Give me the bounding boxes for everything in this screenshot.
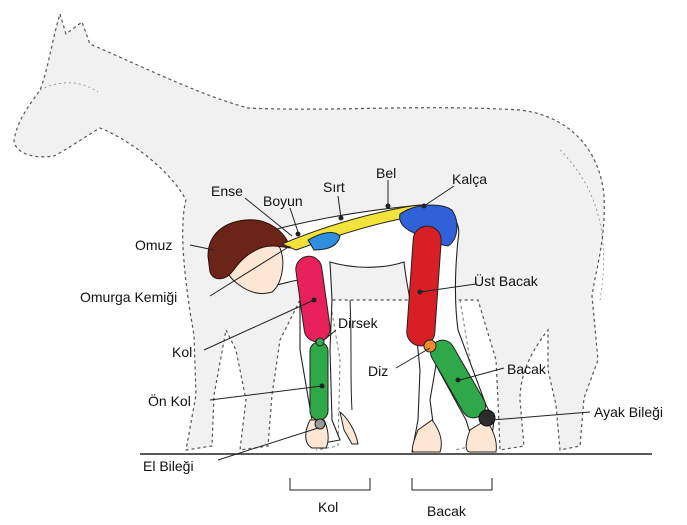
group-label-bacak: Bacak [427, 503, 467, 519]
label-kalca: Kalça [452, 171, 487, 187]
label-el-bilegi: El Bileği [143, 458, 194, 474]
label-diz: Diz [368, 363, 388, 379]
label-kol: Kol [172, 344, 192, 360]
elbow-joint [316, 338, 324, 346]
label-dirsek: Dirsek [338, 315, 379, 331]
group-bracket-bacak [412, 478, 492, 490]
label-ense: Ense [211, 183, 243, 199]
forearm-shape [310, 342, 328, 420]
label-omuz: Omuz [135, 237, 172, 253]
label-bacak: Bacak [507, 361, 547, 377]
label-ayak-bilegi: Ayak Bileği [594, 404, 663, 420]
group-bracket-kol [290, 478, 370, 490]
group-label-kol: Kol [318, 499, 338, 515]
ankle-joint [479, 410, 495, 426]
label-sirt: Sırt [323, 179, 345, 195]
label-boyun: Boyun [263, 193, 303, 209]
wrist-joint [315, 419, 325, 429]
label-omurga-kemigi: Omurga Kemiği [80, 289, 177, 305]
label-ust-bacak: Üst Bacak [474, 272, 539, 289]
label-on-kol: Ön Kol [148, 392, 191, 409]
label-bel: Bel [376, 165, 396, 181]
